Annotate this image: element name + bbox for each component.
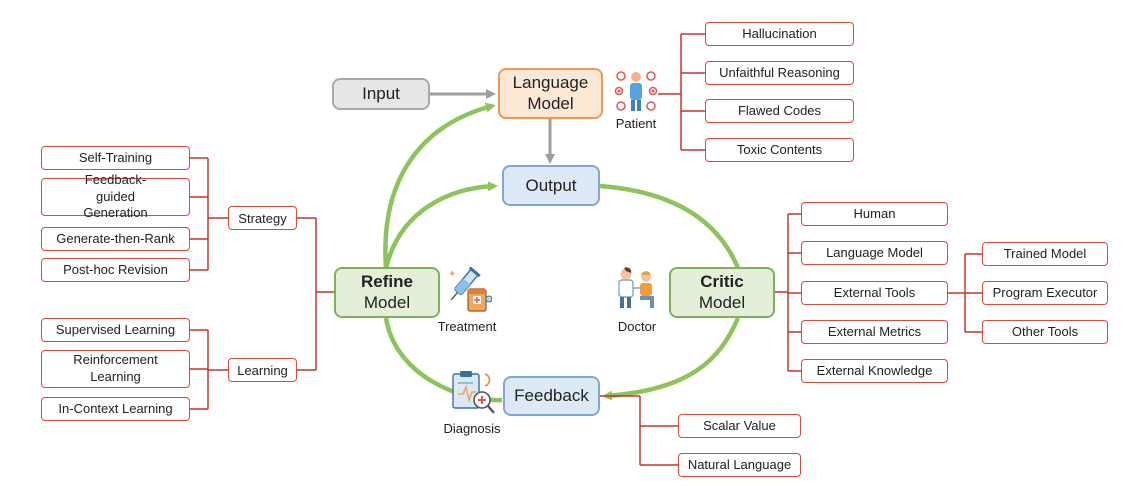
input-node: Input <box>332 78 430 110</box>
critic-external-metrics: External Metrics <box>801 320 948 344</box>
feedback-natural-language: Natural Language <box>678 453 801 477</box>
feedback-bracket <box>600 395 678 466</box>
svg-text:✦: ✦ <box>448 269 456 280</box>
critic-model-label: Model <box>698 292 746 312</box>
critic-external-knowledge: External Knowledge <box>801 359 948 383</box>
learning-node: Learning <box>228 358 297 382</box>
strategy-generate-then-rank: Generate-then-Rank <box>41 227 190 251</box>
critic-model-node: Critic Model <box>669 267 775 318</box>
refine-bracket <box>190 157 334 410</box>
doctor-icon <box>618 267 654 308</box>
critic-language-model: Language Model <box>801 241 948 265</box>
output-node: Output <box>502 165 600 206</box>
language-model-node: Language Model <box>498 68 603 119</box>
critic-human: Human <box>801 202 948 226</box>
learning-reinforcement: Reinforcement Learning <box>41 350 190 388</box>
refine-model-label: Model <box>363 292 411 312</box>
diagnosis-icon <box>452 371 495 414</box>
learning-supervised: Supervised Learning <box>41 318 190 342</box>
tool-program-executor: Program Executor <box>982 281 1108 305</box>
feedback-node: Feedback <box>503 376 600 416</box>
critic-to-feedback-arc <box>602 317 741 401</box>
tool-trained-model: Trained Model <box>982 242 1108 266</box>
issue-unfaithful-reasoning: Unfaithful Reasoning <box>705 61 854 85</box>
issue-flawed-codes: Flawed Codes <box>705 99 854 123</box>
strategy-post-hoc-revision: Post-hoc Revision <box>41 258 190 282</box>
issue-hallucination: Hallucination <box>705 22 854 46</box>
refine-to-output-arc <box>383 181 498 269</box>
patient-icon <box>614 71 658 111</box>
learning-in-context: In-Context Learning <box>41 397 190 421</box>
issue-toxic-contents: Toxic Contents <box>705 138 854 162</box>
treatment-icon: ✦ <box>448 266 492 312</box>
output-to-critic-arc <box>599 183 741 269</box>
refine-label: Refine <box>361 272 413 292</box>
strategy-self-training: Self-Training <box>41 146 190 170</box>
patient-label: Patient <box>615 116 657 131</box>
diagnosis-label: Diagnosis <box>443 421 501 436</box>
tool-other-tools: Other Tools <box>982 320 1108 344</box>
treatment-label: Treatment <box>437 319 497 334</box>
refine-to-lm-arc <box>383 102 496 269</box>
refine-model-node: Refine Model <box>334 267 440 318</box>
critic-bracket <box>775 213 982 372</box>
strategy-feedback-guided-generation: Feedback-guided Generation <box>41 172 190 220</box>
feedback-scalar-value: Scalar Value <box>678 414 801 438</box>
strategy-node: Strategy <box>228 206 297 230</box>
critic-external-tools: External Tools <box>801 281 948 305</box>
critic-label: Critic <box>700 272 744 292</box>
doctor-label: Doctor <box>617 319 657 334</box>
lm-issues-bracket <box>658 33 705 151</box>
